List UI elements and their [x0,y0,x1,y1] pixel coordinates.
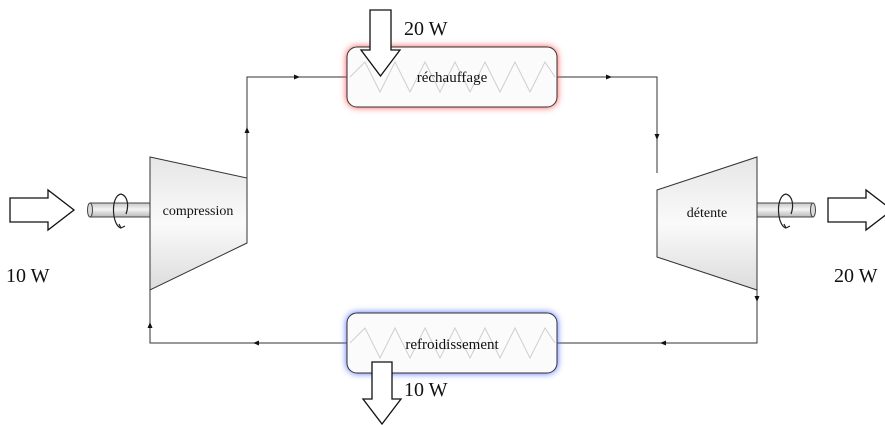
turbine-shaft [754,202,816,218]
flow-arrow-right-top-left [294,74,300,80]
heat-in-label: 20 W [404,18,448,40]
rotation-icon [777,193,794,229]
flow-arrow-left-bottom-left [253,340,259,346]
flow-arrow-up-left [244,127,250,133]
flow-arrow-left-bottom-right [660,340,666,346]
rotation-icon [112,193,129,229]
flow-direction-arrows [147,74,760,346]
flow-arrow-down-right-lower [754,296,760,302]
work-out-label: 20 W [834,265,878,287]
turbine: détente [656,156,758,291]
flow-arrow-up-left-lower [147,322,153,328]
heater-box [346,46,558,108]
cooler-coil [349,326,556,360]
compressor-label: compression [163,204,234,219]
heater-label: réchauffage [417,70,488,86]
turbine-label: détente [687,206,727,221]
cooler-label: refroidissement [405,337,499,353]
compressor-shaft [87,202,153,218]
heat-out-label: 10 W [404,379,448,401]
work-in-arrow: 10 W [6,188,76,287]
cooler: refroidissement [346,312,558,374]
cooler-box [346,312,558,374]
compressor-body [149,156,248,291]
turbine-body [656,156,758,291]
heat-in-arrow: 20 W [359,9,448,78]
heat-out-arrow: 10 W [361,361,448,425]
heater: réchauffage [346,46,558,108]
work-out-arrow: 20 W [827,188,885,287]
heater-coil [349,60,556,94]
flow-arrow-right-top-right [606,74,612,80]
flow-arrow-down-right [654,134,660,140]
compressor: compression [149,156,248,291]
work-in-label: 10 W [6,265,50,287]
